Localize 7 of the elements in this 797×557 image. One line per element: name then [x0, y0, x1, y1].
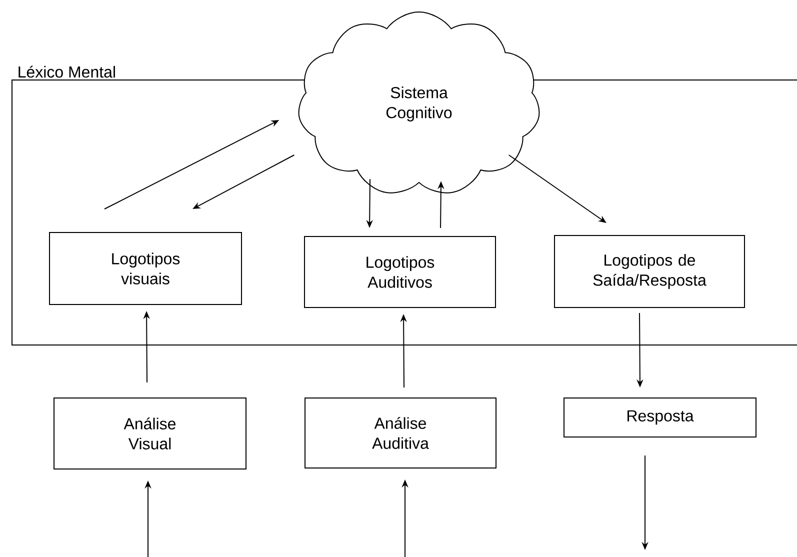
process-box: Resposta [564, 397, 756, 438]
process-box: Logotipos Auditivos [304, 236, 496, 308]
process-box: Logotipos de Saída/Resposta [554, 235, 745, 308]
node-label: Léxico Mental [18, 66, 115, 78]
process-box: Análise Visual [54, 397, 246, 470]
process-box: Análise Auditiva [304, 398, 496, 468]
process-box: Logotipos visuais [49, 232, 242, 305]
